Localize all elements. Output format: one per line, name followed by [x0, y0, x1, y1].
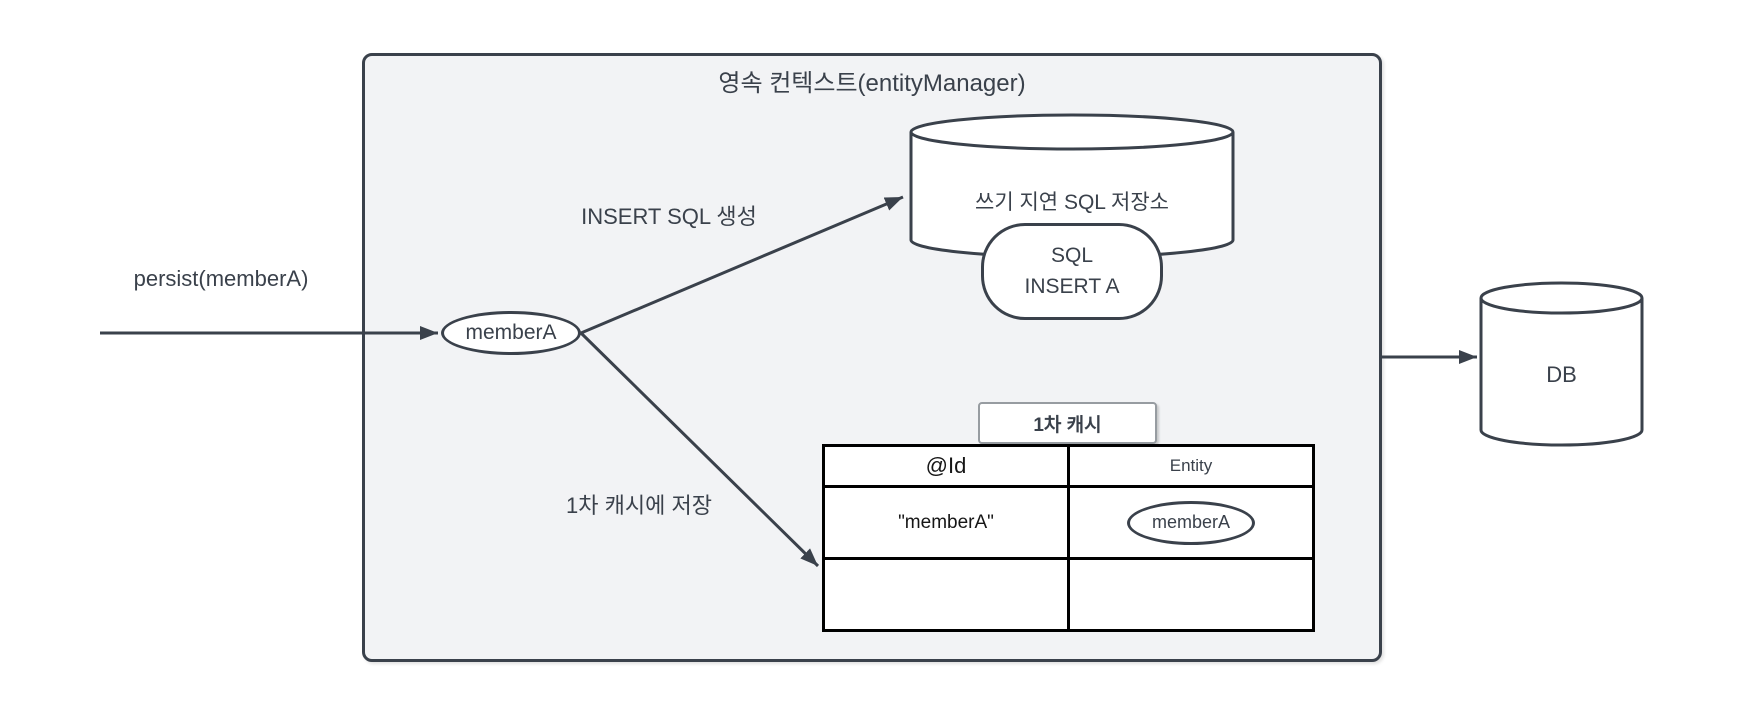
cache-header-id: @Id [825, 447, 1067, 485]
cached-entity-name: memberA [1151, 512, 1231, 532]
sql-insert-line2: INSERT A [1024, 274, 1120, 298]
sql-store-title: 쓰기 지연 SQL 저장소 [975, 191, 1169, 214]
member-entity-name: memberA [465, 321, 557, 344]
first-level-cache-tag-label: 1차 캐시 [1033, 414, 1102, 436]
sql-insert-line1: SQL [1050, 244, 1094, 268]
member-entity-node: memberA [441, 311, 581, 355]
persist-call-label: persist(memberA) [133, 266, 309, 291]
persistence-context-title: 영속 컨텍스트(entityManager) [718, 70, 1026, 97]
cache-header-entity: Entity [1070, 447, 1312, 485]
cache-row1-entity: memberA [1070, 488, 1312, 557]
first-level-cache-table: @Id Entity "memberA" memberA [822, 444, 1315, 632]
cache-row1-id: "memberA" [825, 488, 1067, 557]
cached-entity-node: memberA [1127, 500, 1255, 545]
sql-insert-node: SQL INSERT A [981, 223, 1163, 320]
cache-row2-id [825, 560, 1067, 629]
first-level-cache-tag: 1차 캐시 [978, 402, 1157, 444]
db-label: DB [1546, 362, 1577, 387]
cache-row2-entity [1070, 560, 1312, 629]
save-cache-label: 1차 캐시에 저장 [566, 493, 712, 518]
insert-sql-label: INSERT SQL 생성 [581, 204, 757, 229]
